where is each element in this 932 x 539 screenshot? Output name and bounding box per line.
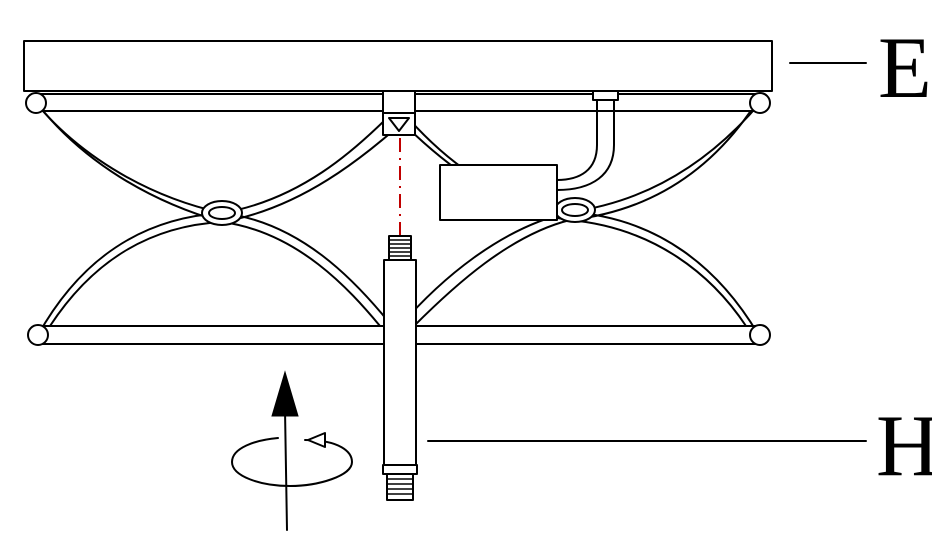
label-h: H bbox=[876, 398, 932, 495]
up-arrow-icon bbox=[271, 370, 299, 531]
corner-rollers bbox=[25, 92, 771, 346]
motor-unit bbox=[439, 90, 619, 221]
label-e: E bbox=[878, 20, 932, 117]
threaded-rod bbox=[382, 235, 418, 501]
counterclockwise-rotation-icon bbox=[231, 432, 353, 487]
center-nut-block bbox=[382, 90, 416, 136]
top-plate bbox=[23, 40, 773, 92]
